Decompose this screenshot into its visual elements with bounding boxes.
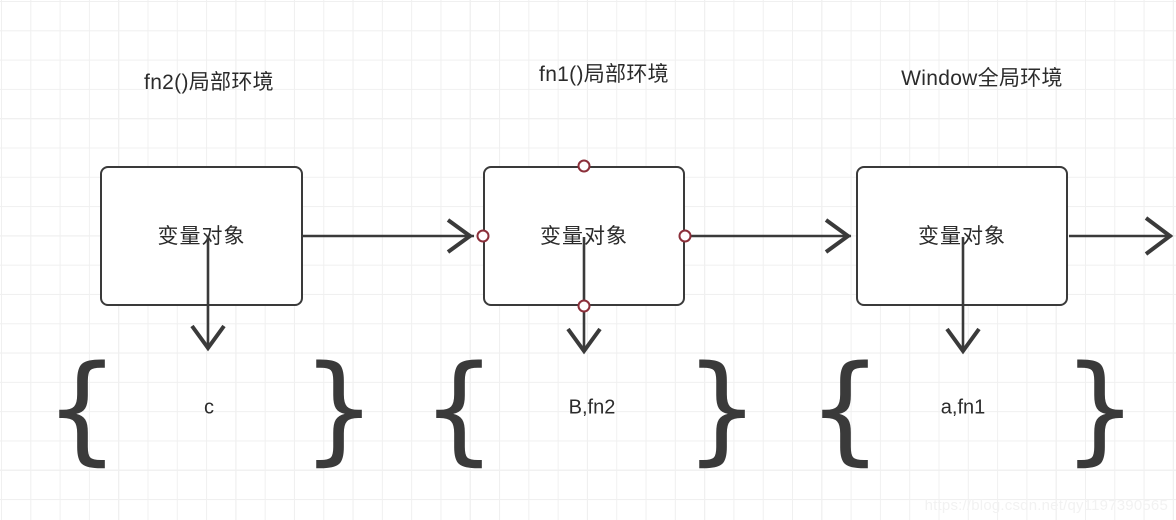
variable-object-box-window[interactable]: 变量对象 xyxy=(856,166,1068,306)
variable-object-box-fn1[interactable]: 变量对象 xyxy=(483,166,685,306)
arrow-box2-to-box3 xyxy=(690,218,852,254)
variable-object-label: 变量对象 xyxy=(918,225,1006,248)
variable-object-box-fn2[interactable]: 变量对象 xyxy=(100,166,303,306)
connection-handle-right[interactable] xyxy=(678,229,692,243)
arrow-box1-to-box2 xyxy=(303,218,474,254)
env-title-fn2: fn2()局部环境 xyxy=(144,71,274,94)
connection-handle-bottom[interactable] xyxy=(577,299,591,313)
scope-brace-close-fn2: } xyxy=(301,339,377,477)
scope-brace-close-fn1: } xyxy=(684,339,760,477)
env-title-window: Window全局环境 xyxy=(901,67,1063,90)
scope-brace-open-fn1: { xyxy=(421,339,497,477)
env-title-fn1: fn1()局部环境 xyxy=(539,63,669,86)
variable-object-label: 变量对象 xyxy=(157,225,246,248)
scope-brace-open-window: { xyxy=(807,339,883,477)
watermark-text: https://blog.csdn.net/qy1197390565 xyxy=(924,497,1168,514)
variable-object-label: 变量对象 xyxy=(540,225,628,248)
scope-brace-close-window: } xyxy=(1062,339,1138,477)
scope-contents-fn2: c xyxy=(204,396,214,419)
scope-contents-fn1: B,fn2 xyxy=(568,396,616,419)
scope-brace-open-fn2: { xyxy=(44,339,120,477)
connection-handle-top[interactable] xyxy=(577,159,591,173)
scope-contents-window: a,fn1 xyxy=(940,396,986,419)
connection-handle-left[interactable] xyxy=(476,229,490,243)
arrow-box3-to-outside xyxy=(1069,216,1174,256)
